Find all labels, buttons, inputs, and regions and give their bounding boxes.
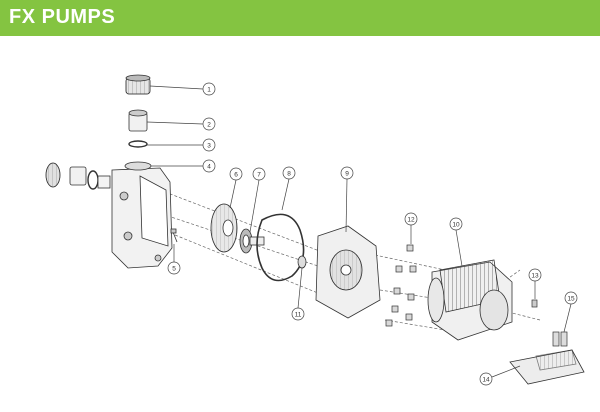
svg-text:9: 9 xyxy=(345,170,349,177)
svg-text:13: 13 xyxy=(531,272,539,279)
callout-15: 15 xyxy=(564,291,578,305)
svg-text:4: 4 xyxy=(207,163,211,170)
part-screw-right xyxy=(531,299,538,308)
svg-text:15: 15 xyxy=(567,295,575,302)
callout-12: 12 xyxy=(404,212,418,226)
svg-text:7: 7 xyxy=(257,171,261,178)
svg-text:8: 8 xyxy=(287,170,291,177)
callout-1: 1 xyxy=(202,82,216,96)
part-side-union xyxy=(45,162,111,190)
callout-6: 6 xyxy=(229,167,243,181)
callout-8: 8 xyxy=(282,166,296,180)
svg-text:12: 12 xyxy=(407,216,415,223)
svg-text:14: 14 xyxy=(482,376,490,383)
part-union-nut-top xyxy=(125,74,151,95)
part-o-ring xyxy=(128,140,148,148)
callout-2: 2 xyxy=(202,117,216,131)
callout-11: 11 xyxy=(291,307,305,321)
svg-text:11: 11 xyxy=(295,311,302,318)
exploded-pump-diagram: 1 2 3 4 5 6 7 8 9 10 11 12 13 14 15 xyxy=(45,74,585,386)
svg-text:5: 5 xyxy=(172,265,176,272)
part-tail-piece xyxy=(128,109,148,132)
callout-9: 9 xyxy=(340,166,354,180)
header-bar: FX PUMPS xyxy=(0,0,600,36)
svg-text:10: 10 xyxy=(452,221,460,228)
svg-text:3: 3 xyxy=(207,142,211,149)
part-impeller xyxy=(210,203,238,253)
part-pump-housing xyxy=(111,161,173,269)
part-seal xyxy=(239,228,265,254)
callout-4: 4 xyxy=(202,159,216,173)
part-base xyxy=(509,349,585,385)
callout-3: 3 xyxy=(202,138,216,152)
svg-text:1: 1 xyxy=(207,86,211,93)
svg-text:2: 2 xyxy=(207,121,211,128)
leader-lines xyxy=(146,85,572,378)
part-gasket xyxy=(256,213,305,282)
part-shaft-ring xyxy=(297,255,307,269)
part-bolts xyxy=(385,244,417,327)
page-title: FX PUMPS xyxy=(9,6,116,28)
svg-text:6: 6 xyxy=(234,171,238,178)
callout-14: 14 xyxy=(479,372,493,386)
callout-13: 13 xyxy=(528,268,542,282)
part-seal-plate xyxy=(315,225,381,319)
callout-5: 5 xyxy=(167,261,181,275)
callout-10: 10 xyxy=(449,217,463,231)
part-motor xyxy=(427,259,513,341)
callout-7: 7 xyxy=(252,167,266,181)
part-clip xyxy=(552,331,568,347)
part-screw xyxy=(170,228,178,243)
